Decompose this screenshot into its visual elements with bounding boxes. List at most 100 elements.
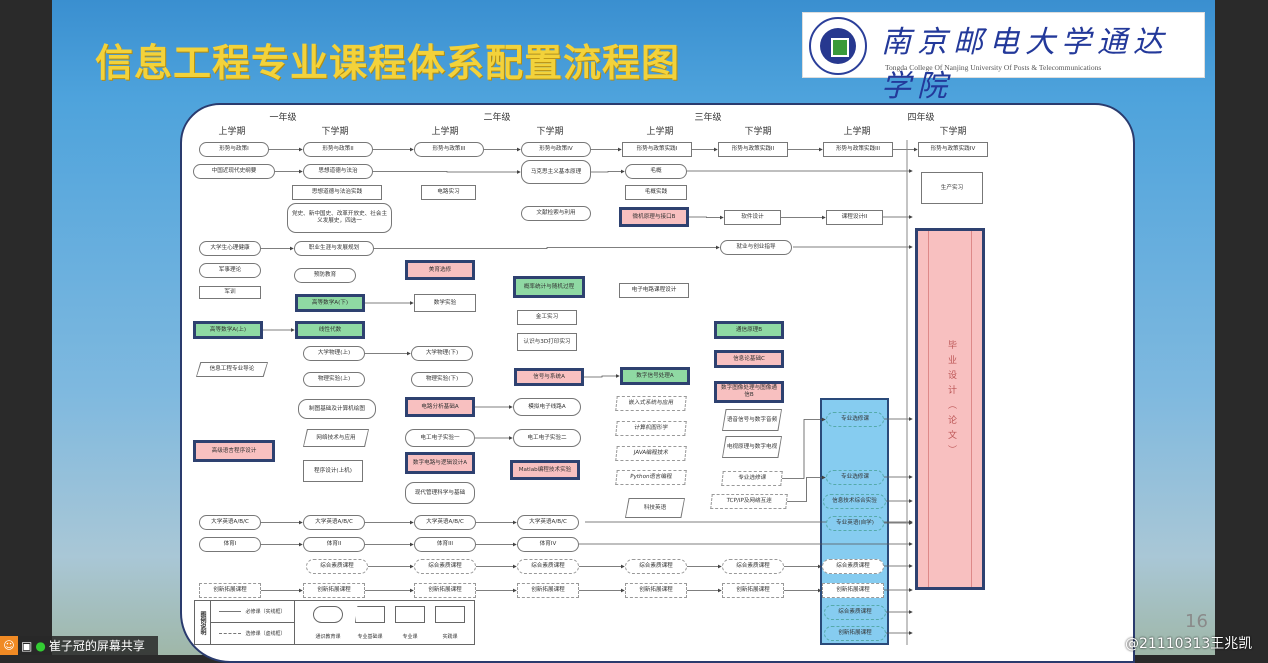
course-label: 网络技术与应用 (304, 430, 368, 446)
course-node: 形势与政策实践III (823, 142, 893, 157)
page-number: 16 (1185, 611, 1208, 632)
screen-share-indicator[interactable]: ☺ ▣ ● 崔子冠的屏幕共享 (0, 636, 158, 655)
course-node: 思想道德与法治 (303, 164, 373, 179)
course-node: 计算机图形学 (615, 421, 687, 436)
watermark: @21110313王兆凯 (1125, 636, 1253, 652)
course-node: 大学英语A/B/C (414, 515, 476, 530)
course-node: JAVA编程技术 (615, 446, 687, 461)
course-node: 物理实验(上) (303, 372, 365, 387)
course-node: 综合素质课程 (625, 559, 687, 574)
course-node: 电工电子实验一 (405, 429, 475, 447)
course-label: 计算机图形学 (617, 423, 685, 434)
course-node: 综合素质课程 (722, 559, 784, 574)
grade-header: 一年级 (269, 113, 297, 123)
course-node: 电子电路课程设计 (619, 283, 689, 298)
semester-header: 下学期 (321, 127, 349, 137)
course-node: 电路实习 (421, 185, 476, 200)
course-label: TCP/IP及网络互连 (712, 496, 786, 507)
course-label: 嵌入式系统与应用 (617, 398, 685, 409)
course-node: 形势与政策III (414, 142, 484, 157)
course-node: 党史、新中国史、改革开放史、社会主义发展史，四选一 (287, 203, 392, 233)
course-node: 数字信号处理A (620, 367, 690, 385)
course-node: Matlab编程技术实验 (510, 460, 580, 480)
course-node: 微机原理与接口B (619, 207, 689, 227)
college-logo: 南京邮电大学通达学院 Tongda College Of Nanjing Uni… (802, 12, 1205, 104)
course-node: 预防教育 (294, 268, 356, 283)
course-label: 科技英语 (626, 499, 684, 517)
course-node: 线性代数 (295, 321, 365, 339)
grade-header: 四年级 (907, 113, 935, 123)
course-node: 大学物理(下) (411, 346, 473, 361)
semester-header: 下学期 (939, 127, 967, 137)
course-node: 大学英语A/B/C (199, 515, 261, 530)
course-node: 创新拓展课程 (625, 583, 687, 598)
mic-icon: ● (35, 638, 46, 653)
legend-shape-rect (435, 606, 465, 623)
course-node: 形势与政策实践IV (918, 142, 988, 157)
course-node: 创新拓展课程 (199, 583, 261, 598)
share-label: 崔子冠的屏幕共享 (48, 639, 145, 653)
college-seal-icon (809, 17, 867, 75)
course-node: 语音信号与数字音频 (722, 409, 782, 431)
course-node: 专业选修课 (721, 471, 783, 486)
course-node: 文献检索与利用 (521, 206, 591, 221)
semester-header: 上学期 (431, 127, 459, 137)
course-node: 中国近现代史纲要 (193, 164, 275, 179)
legend-shape-label: 专业课 (402, 634, 418, 640)
course-node: 大学物理(上) (303, 346, 365, 361)
course-node: 综合素质课程 (824, 605, 886, 620)
course-node: 嵌入式系统与应用 (615, 396, 687, 411)
course-node: 制图基础及计算机绘图 (298, 399, 376, 419)
legend-required-label: 必修课（实线框） (245, 608, 286, 615)
course-node: 网络技术与应用 (303, 429, 369, 447)
course-node: 信号与系统A (514, 368, 584, 386)
course-node: 创新拓展课程 (822, 583, 884, 598)
course-node: 美育选修 (405, 260, 475, 280)
course-node: 信息工程专业导论 (196, 362, 268, 377)
course-label: 专业选修课 (723, 473, 781, 484)
course-node: 数字图像处理与图像通信B (714, 381, 784, 403)
semester-header: 上学期 (843, 127, 871, 137)
course-node: TCP/IP及网络互连 (710, 494, 788, 509)
course-node: 高级语言程序设计 (193, 440, 275, 462)
course-node: 现代管理科学与基础 (405, 482, 475, 504)
course-node: 形势与政策IV (521, 142, 591, 157)
legend-elective-label: 选修课（虚线框） (245, 630, 286, 637)
course-node: 生产实习 (921, 172, 983, 204)
course-node: 概率统计与随机过程 (513, 276, 585, 298)
course-node: 创新拓展课程 (517, 583, 579, 598)
logo-english-name: Tongda College Of Nanjing University Of … (885, 63, 1102, 72)
course-node: 就业与创业指导 (720, 240, 792, 255)
screen-icon: ▣ (21, 638, 33, 653)
course-node: 职业生涯与发展规划 (294, 241, 374, 256)
legend-shape-trapezoid (355, 606, 385, 623)
semester-header: 下学期 (744, 127, 772, 137)
course-node: 专业选修课 (826, 470, 884, 485)
legend-shape-label: 专业基础课 (357, 634, 383, 640)
course-node: 大学英语A/B/C (303, 515, 365, 530)
user-icon: ☺ (0, 636, 18, 655)
course-node: 形势与政策I (199, 142, 269, 157)
course-node: 体育I (199, 537, 261, 552)
course-node: 体育IV (517, 537, 579, 552)
course-node: 创新拓展课程 (303, 583, 365, 598)
course-node: Python语言编程 (615, 470, 687, 485)
course-label: JAVA编程技术 (617, 448, 685, 459)
slide-title: 信息工程专业课程体系配置流程图 (95, 41, 681, 85)
course-node: 通信原理B (714, 321, 784, 339)
course-node: 数学实验 (414, 294, 476, 312)
course-node: 信息论基础C (714, 350, 784, 368)
course-node: 数字电路与逻辑设计A (405, 452, 475, 474)
course-node: 电工电子实验二 (513, 429, 581, 447)
legend-shape-inverted-trapezoid (395, 606, 425, 623)
course-node: 电路分析基础A (405, 397, 475, 417)
course-node: 军事理论 (199, 263, 261, 278)
course-node: 创新拓展课程 (722, 583, 784, 598)
course-node: 综合素质课程 (822, 559, 884, 574)
course-label: Python语言编程 (617, 472, 685, 483)
course-node: 课程设计II (826, 210, 883, 225)
course-node: 高等数学A(上) (193, 321, 263, 339)
legend-elective: 选修课（虚线框） (211, 622, 295, 644)
course-label: 电视原理与数字电视 (723, 437, 781, 457)
course-label: 语音信号与数字音频 (723, 410, 781, 430)
